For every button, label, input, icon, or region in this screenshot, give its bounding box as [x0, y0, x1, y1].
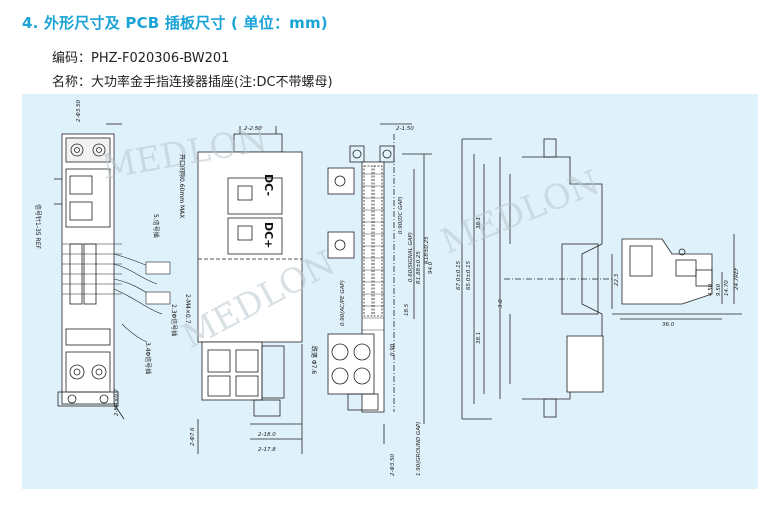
pole-label-negative: DC- [262, 174, 275, 196]
dim-label: 2-2.50 [244, 126, 262, 132]
dim-label: 1.90(GROUND GAP) [416, 422, 422, 476]
dim-label: 65.0±0.15 [466, 260, 472, 290]
pole-label-positive: DC+ [262, 222, 275, 248]
dim-label: 22.3 [614, 273, 620, 286]
dim-label: 18.5 [404, 303, 410, 316]
dim-label: 2-M4×0.7 [114, 388, 120, 416]
dim-label: 38.1 [476, 332, 482, 344]
front-view [54, 123, 125, 420]
dim-label: 2-Φ3.50 [390, 453, 396, 476]
section-heading: 4. 外形尺寸及 PCB 插板尺寸 ( 单位：mm) [22, 14, 328, 32]
drawing-panel: MEDLON MEDLON MEDLON DC- DC+ 2-Φ3.50 2-M… [22, 94, 758, 489]
signal-wires [113, 253, 171, 343]
note-text: 信号针1-35 REF [34, 204, 42, 249]
dim-label: 14.70 [724, 280, 730, 296]
product-name: 名称：大功率金手指连接器插座(注:DC不带螺母) [52, 75, 333, 90]
dim-label: R18±0.25 [424, 236, 430, 264]
dim-label: 36.0 [662, 322, 675, 328]
note-text: 3.4Φ信号插 [144, 342, 152, 374]
dim-label: 38.1 [476, 217, 482, 229]
dim-label: 24.7REF [734, 266, 740, 290]
dim-label: 0.60(SIGNAL GAP) [408, 232, 414, 282]
dim-label: 4.50 [708, 283, 714, 296]
dim-label: 3.0 [498, 299, 504, 308]
note-text: 5.信号插 [152, 214, 160, 238]
dim-label: 0.90(AC/PE GAP) [340, 280, 346, 326]
dim-label: 9.50 [716, 283, 722, 296]
dim-label: 2-1.50 [396, 126, 414, 132]
side-view [197, 126, 303, 454]
dim-label: 2-Φ3.50 [76, 99, 82, 122]
note-text: 2.3Φ信号插 [170, 304, 178, 336]
note-text: 开口间隙0.60mm MAX [178, 154, 186, 218]
elevation-view [461, 138, 612, 420]
top-view [611, 234, 742, 320]
technical-drawing: MEDLON MEDLON MEDLON DC- DC+ 2-Φ3.50 2-M… [34, 99, 742, 476]
watermark-text: MEDLON [435, 163, 605, 263]
dim-label: 2-18.0 [258, 432, 276, 438]
note-text: 跌落 Φ7.6 [310, 346, 318, 374]
dim-label: 67.0±0.15 [456, 260, 462, 290]
note-text: 2-M4×0.7 [184, 294, 191, 324]
dim-label: 94.0 [428, 261, 434, 274]
product-code: 编码：PHZ-F020306-BW201 [52, 51, 230, 66]
dim-label: R1.88±0.25 [416, 251, 422, 284]
pin-view [327, 123, 432, 444]
dim-label: 0.90(DC GAP) [398, 196, 404, 234]
dim-label: 0.90 [390, 343, 396, 356]
dim-label: 2-Φ7.6 [190, 427, 196, 446]
dim-label: 2-17.8 [258, 447, 276, 453]
